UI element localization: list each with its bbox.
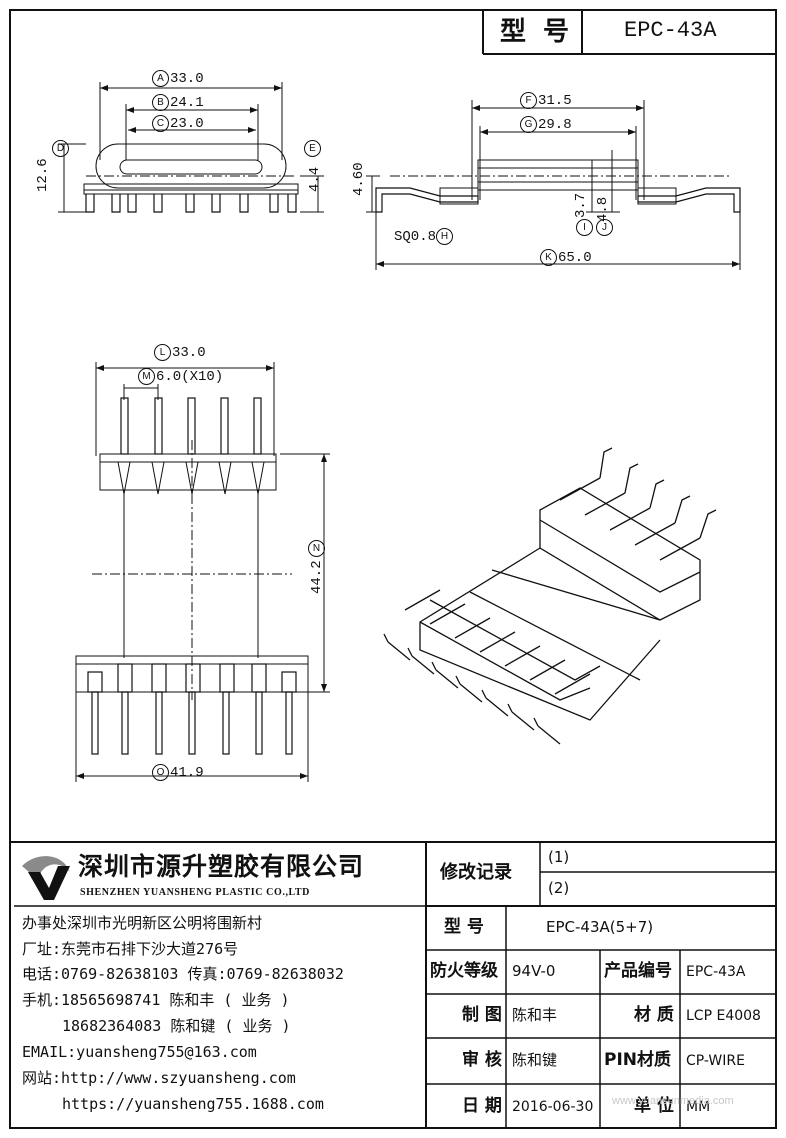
reviewed-by-label: 审 核 <box>462 1050 502 1070</box>
product-no-value: EPC-43A <box>686 964 746 980</box>
unit-label: 单 位 <box>634 1096 674 1116</box>
dim-side-height: 4.60 <box>351 162 367 196</box>
dim-c-marker: C <box>152 115 169 132</box>
fire-rating-label: 防火等级 <box>430 961 498 981</box>
company-mobile-1: 手机:18565698741 陈和丰 ( 业务 ) <box>22 991 290 1009</box>
dim-e-value: 4.4 <box>307 166 323 192</box>
company-logo <box>22 856 70 900</box>
pin-material-label: PIN材质 <box>604 1050 672 1070</box>
dim-i-value: 3.7 <box>573 192 589 218</box>
dim-c-value: 23.0 <box>170 116 204 133</box>
dim-d-marker: D <box>52 140 70 157</box>
drawn-by-label: 制 图 <box>462 1005 502 1025</box>
dim-a-value: 33.0 <box>170 71 204 88</box>
dim-n-letter: N <box>308 540 325 557</box>
dim-f-marker: F <box>520 92 537 109</box>
dim-a-marker: A <box>152 70 169 87</box>
revision-1: (1) <box>548 848 570 866</box>
dim-b-value: 24.1 <box>170 95 204 112</box>
dim-l-value: 33.0 <box>172 345 206 362</box>
dim-n-value: 44.2 <box>309 560 325 594</box>
dim-o-value: 41.9 <box>170 765 204 782</box>
dim-j-marker: J <box>596 219 614 236</box>
header-model-label: 型 号 <box>500 17 574 47</box>
company-website-1[interactable]: 网站:http://www.szyuansheng.com <box>22 1069 296 1087</box>
company-website-2[interactable]: https://yuansheng755.1688.com <box>62 1095 324 1113</box>
unit-value: MM <box>686 1099 711 1115</box>
company-mobile-2: 18682364083 陈和键 ( 业务 ) <box>62 1017 291 1035</box>
revision-label: 修改记录 <box>440 862 512 883</box>
date-label: 日 期 <box>462 1096 502 1116</box>
model-label: 型 号 <box>444 917 484 937</box>
material-label: 材 质 <box>634 1005 674 1025</box>
pin-material-value: CP-WIRE <box>686 1053 745 1069</box>
drawn-by-value: 陈和丰 <box>512 1006 558 1024</box>
date-value: 2016-06-30 <box>512 1099 594 1115</box>
reviewed-by-value: 陈和键 <box>512 1051 558 1069</box>
company-name-cn: 深圳市源升塑胶有限公司 <box>78 852 365 881</box>
dim-d-value: 12.6 <box>35 158 51 192</box>
dim-l-marker: L <box>154 344 171 361</box>
company-email[interactable]: EMAIL:yuansheng755@163.com <box>22 1043 257 1061</box>
revision-2: (2) <box>548 879 570 897</box>
dim-b-marker: B <box>152 94 169 111</box>
dim-i-marker: I <box>576 219 594 236</box>
dim-i-letter: I <box>576 219 593 236</box>
dim-m-marker: M <box>138 368 155 385</box>
model-value: EPC-43A(5+7) <box>546 918 654 936</box>
dim-g-marker: G <box>520 116 537 133</box>
header-model-value: EPC-43A <box>624 18 717 43</box>
watermark: www.yuansunmedia.com <box>612 1095 734 1107</box>
dim-g-value: 29.8 <box>538 117 572 134</box>
dim-e-marker: E <box>304 140 322 157</box>
dim-j-letter: J <box>596 219 613 236</box>
dim-m-value: 6.0(X10) <box>156 369 224 386</box>
dim-n-marker: N <box>308 540 326 557</box>
material-value: LCP E4008 <box>686 1008 761 1024</box>
dim-h-value: SQ0.8 <box>394 229 437 246</box>
fire-rating-value: 94V-0 <box>512 962 556 980</box>
dim-k-value: 65.0 <box>558 250 592 267</box>
dim-e-letter: E <box>304 140 321 157</box>
company-office: 办事处深圳市光明新区公明将围新村 <box>22 914 263 932</box>
dim-k-marker: K <box>540 249 557 266</box>
dim-f-value: 31.5 <box>538 93 572 110</box>
company-name-en: SHENZHEN YUANSHENG PLASTIC CO.,LTD <box>80 887 310 898</box>
product-no-label: 产品编号 <box>604 961 672 981</box>
dim-h-marker: H <box>436 228 454 245</box>
company-phone: 电话:0769-82638103 传真:0769-82638032 <box>22 965 344 983</box>
company-factory: 厂址:东莞市石排下沙大道276号 <box>22 940 239 958</box>
dim-o-marker: O <box>152 764 169 781</box>
dim-d-letter: D <box>52 140 69 157</box>
